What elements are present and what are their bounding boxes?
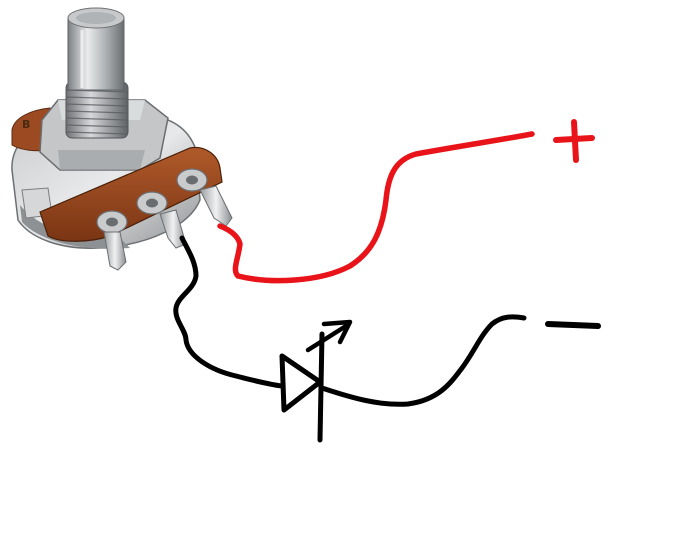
- negative-wire-pot-to-led: [173, 235, 285, 389]
- pot-lug-3: [176, 168, 233, 227]
- pot-marking: B: [22, 118, 30, 131]
- pot-shaft: [67, 17, 125, 91]
- positive-terminal-symbol: +: [0, 0, 595, 163]
- pot-lug-2: [136, 191, 187, 249]
- negative-terminal-symbol: −: [0, 0, 601, 329]
- svg-text:−: −: [0, 0, 1, 1]
- pot-lug-1: [96, 210, 128, 271]
- led-arrow-head: [321, 319, 353, 345]
- led-triangle: [279, 353, 323, 413]
- led-arrow-shaft: [305, 323, 349, 353]
- pot-case-rim: [20, 205, 130, 249]
- potentiometer: B: [11, 7, 233, 271]
- pot-terminal-board: [39, 146, 223, 242]
- negative-wire-led-to-terminal: [319, 314, 527, 407]
- positive-wire: [217, 131, 535, 284]
- svg-text:+: +: [0, 0, 1, 1]
- led-symbol: [279, 319, 353, 443]
